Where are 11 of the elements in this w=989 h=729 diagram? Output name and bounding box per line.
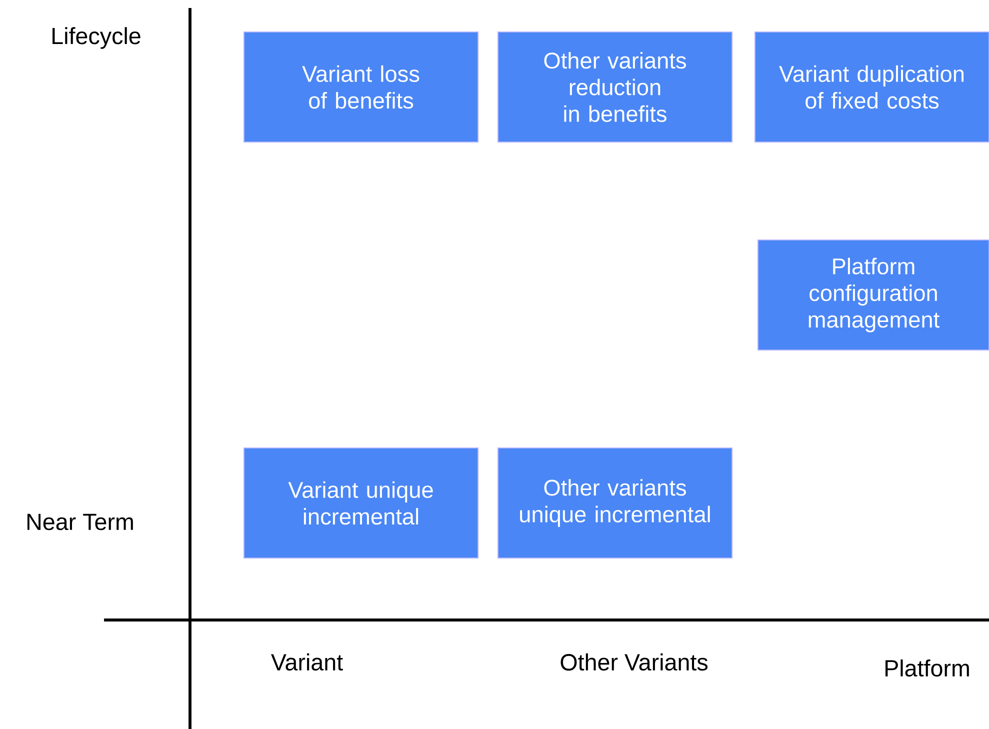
category-box: Other variants unique incremental xyxy=(497,447,733,559)
category-box: Variant unique incremental xyxy=(243,447,479,559)
axis-label: Other Variants xyxy=(560,653,708,671)
category-box: Platform configuration management xyxy=(757,239,989,351)
axis-label: Platform xyxy=(886,659,969,677)
category-box: Other variants reduction in benefits xyxy=(497,31,733,143)
category-box: Variant loss of benefits xyxy=(243,31,479,143)
category-box: Variant duplication of fixed costs xyxy=(754,31,989,143)
axis-label: Near Term xyxy=(27,514,133,530)
axis-label: Lifecycle xyxy=(52,27,140,49)
axis-label: Variant xyxy=(271,653,343,671)
